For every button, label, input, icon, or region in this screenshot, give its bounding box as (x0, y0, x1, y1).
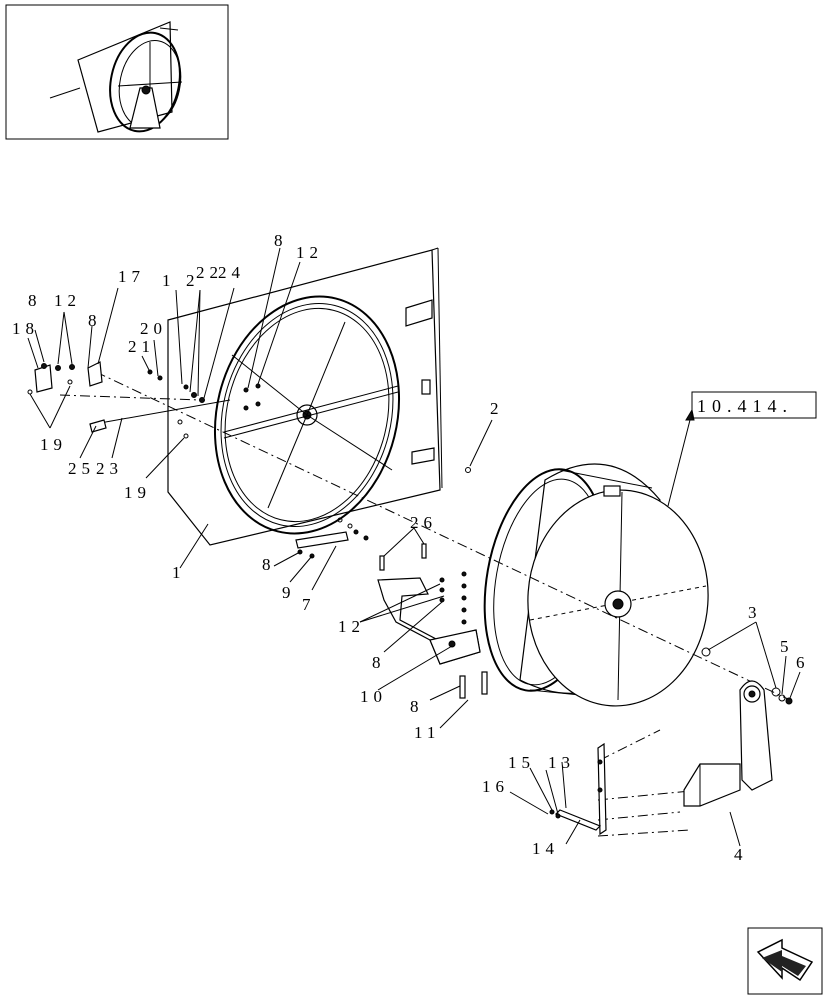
callout-15: 15 (508, 753, 535, 772)
callout-labels: 1 2 3 4 5 6 7 8 8 8 8 8 8 9 10 11 12 12 … (12, 231, 810, 864)
callout-12c: 12 (338, 617, 365, 636)
rotary-drum (483, 463, 709, 707)
callout-21: 21 (128, 337, 155, 356)
callout-19a: 19 (40, 435, 67, 454)
callout-9: 9 (282, 583, 296, 602)
left-bracket-assembly (27, 361, 471, 473)
callout-12a: 12 (54, 291, 81, 310)
angle-bracket (549, 742, 607, 836)
callout-25: 25 (68, 459, 95, 478)
callout-11: 11 (414, 723, 440, 742)
callout-7: 7 (302, 595, 316, 614)
callout-8a: 8 (28, 291, 42, 310)
callout-2b: 2 (186, 271, 200, 290)
callout-22: 22 (196, 263, 223, 282)
callout-8b: 8 (88, 311, 102, 330)
callout-4: 4 (734, 845, 748, 864)
callout-13: 13 (548, 753, 575, 772)
callout-19b: 19 (124, 483, 151, 502)
callout-1: 1 (172, 563, 186, 582)
callout-17: 17 (118, 267, 145, 286)
bearing-support-arm (683, 647, 793, 807)
callout-23: 23 (96, 459, 123, 478)
callout-20: 20 (140, 319, 167, 338)
callout-26: 26 (410, 513, 437, 532)
next-page-arrow-icon (756, 938, 814, 982)
thumbnail-inset[interactable] (5, 4, 229, 140)
callout-12b: 12 (296, 243, 323, 262)
assembly-axis-lines (59, 371, 791, 837)
callout-8d: 8 (262, 555, 276, 574)
callout-10: 10 (360, 687, 387, 706)
screen-panel (167, 247, 443, 546)
next-page-button[interactable] (747, 927, 823, 995)
callout-5: 5 (780, 637, 794, 656)
screen-ring (213, 295, 401, 535)
callout-16: 16 (482, 777, 509, 796)
callout-6: 6 (796, 653, 810, 672)
callout-3: 3 (748, 603, 762, 622)
leader-lines (27, 247, 801, 847)
callout-24: 24 (218, 263, 245, 282)
lower-support-bracket (295, 517, 488, 699)
callout-14: 14 (532, 839, 559, 858)
callout-1b: 1 (162, 271, 176, 290)
callout-18: 18 (12, 319, 39, 338)
callout-8e: 8 (372, 653, 386, 672)
reference-box[interactable]: 10.414. (691, 391, 817, 419)
callout-8f: 8 (410, 697, 424, 716)
assembly-thumbnail-icon (49, 21, 183, 133)
callout-8c: 8 (274, 231, 288, 250)
reference-box-label: 10.414. (697, 396, 793, 416)
callout-2: 2 (490, 399, 504, 418)
